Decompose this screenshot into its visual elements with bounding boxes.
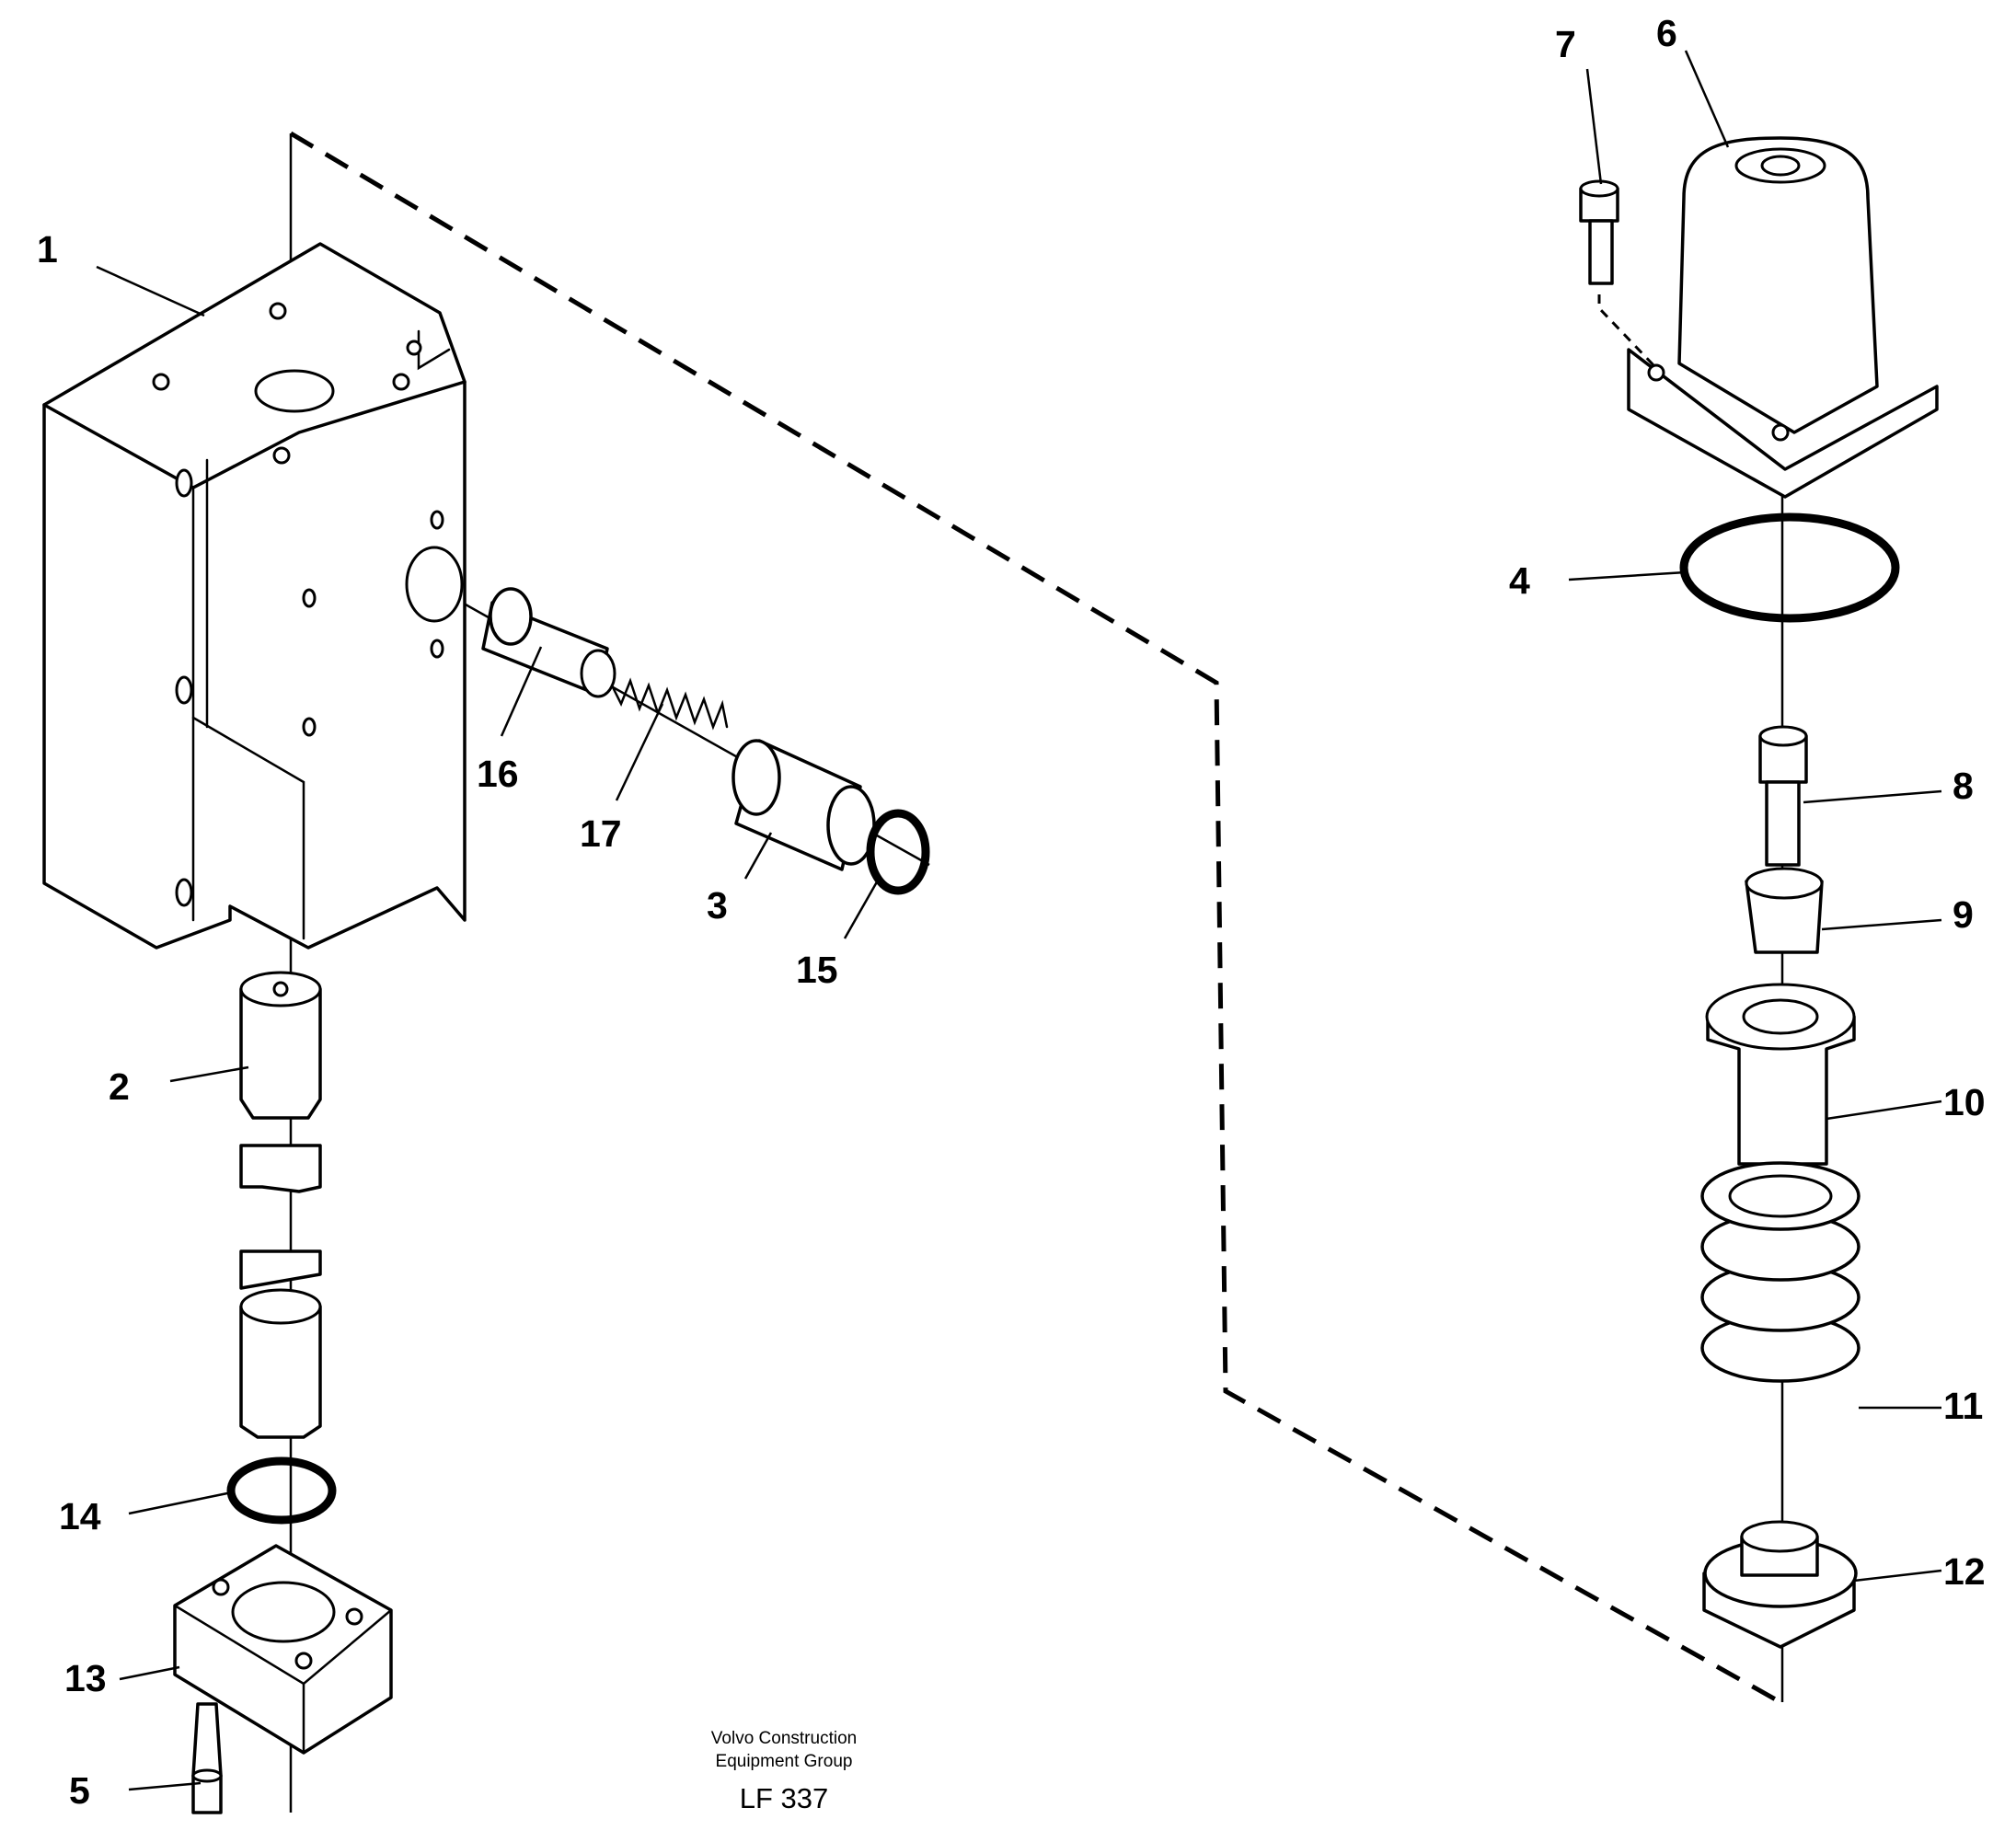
caption-code: LF 337 [740,1782,829,1814]
callout-17: 17 [580,812,622,855]
leader-8 [1803,789,1942,804]
bushing-part-9 [1745,867,1824,954]
lower-seat-part-12 [1702,1520,1858,1649]
leader-13 [119,1665,180,1681]
spring-seat-part-10 [1705,983,1856,1166]
screw-part-8 [1758,725,1808,867]
callout-4: 4 [1509,559,1530,602]
sleeve-part-16 [481,587,616,698]
screw-part-7 [1579,179,1619,285]
leader-9 [1821,918,1942,931]
callout-5: 5 [69,1769,90,1812]
callout-8: 8 [1953,765,1974,807]
o-ring-part-4 [1679,512,1900,623]
callout-1: 1 [37,228,58,271]
assembly-dashed-line [289,131,1782,1705]
cap-housing-part-6 [1627,136,1939,499]
leader-3 [743,832,773,880]
callout-2: 2 [109,1065,130,1108]
spring-part-11 [1700,1161,1860,1383]
callout-12: 12 [1943,1550,1986,1593]
leader-6 [1684,50,1730,148]
spool-part-2 [239,971,322,1439]
leader-15 [843,878,881,939]
leader-12 [1853,1569,1942,1583]
callout-6: 6 [1656,12,1677,54]
callout-7: 7 [1555,23,1576,65]
piston-part-3 [732,739,876,871]
leader-4 [1568,570,1687,581]
callout-13: 13 [64,1657,107,1699]
callout-10: 10 [1943,1081,1986,1123]
leader-1 [96,265,205,317]
snap-ring-part-15 [866,809,930,895]
o-ring-part-14 [226,1456,337,1525]
caption-line-1: Volvo Construction [711,1729,857,1748]
callout-9: 9 [1953,893,1974,936]
leader-10 [1826,1099,1942,1121]
caption-line-2: Equipment Group [716,1752,853,1771]
callout-3: 3 [707,884,728,927]
flange-block-part-13 [173,1544,393,1755]
leader-16 [500,646,543,737]
spring-part-17 [610,677,729,731]
screw-part-5 [191,1702,223,1814]
callout-14: 14 [59,1495,101,1537]
leader-14 [128,1491,233,1515]
valve-block [42,242,467,950]
callout-16: 16 [477,753,519,795]
leader-2 [169,1065,249,1083]
screw-7-dashed-path [1597,294,1658,370]
leader-5 [128,1781,202,1791]
leader-7 [1585,68,1603,185]
callout-11: 11 [1943,1385,1983,1427]
callout-15: 15 [796,949,838,991]
leader-17 [615,703,664,801]
